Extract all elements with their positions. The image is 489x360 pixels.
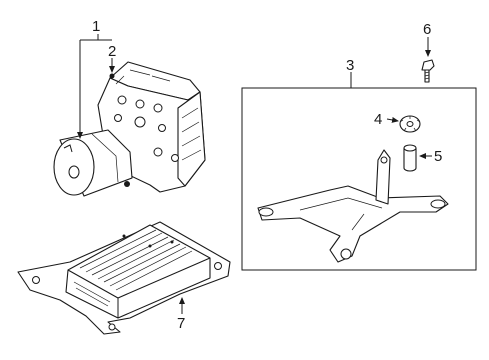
abs-modulator-unit bbox=[53, 61, 206, 197]
mounting-bracket bbox=[257, 149, 449, 263]
sleeve bbox=[403, 144, 417, 172]
abs-control-module bbox=[17, 221, 231, 335]
callout-7: 7 bbox=[177, 315, 185, 332]
callout-1: 1 bbox=[92, 18, 100, 35]
callout-4: 4 bbox=[374, 111, 382, 128]
bracket-kit-frame bbox=[241, 87, 477, 271]
callout-leaders bbox=[80, 34, 432, 314]
callout-2: 2 bbox=[108, 43, 116, 60]
callout-5: 5 bbox=[434, 148, 442, 165]
bolt bbox=[421, 59, 435, 83]
callout-6: 6 bbox=[423, 21, 431, 38]
callout-3: 3 bbox=[346, 57, 354, 74]
grommet bbox=[399, 115, 421, 133]
